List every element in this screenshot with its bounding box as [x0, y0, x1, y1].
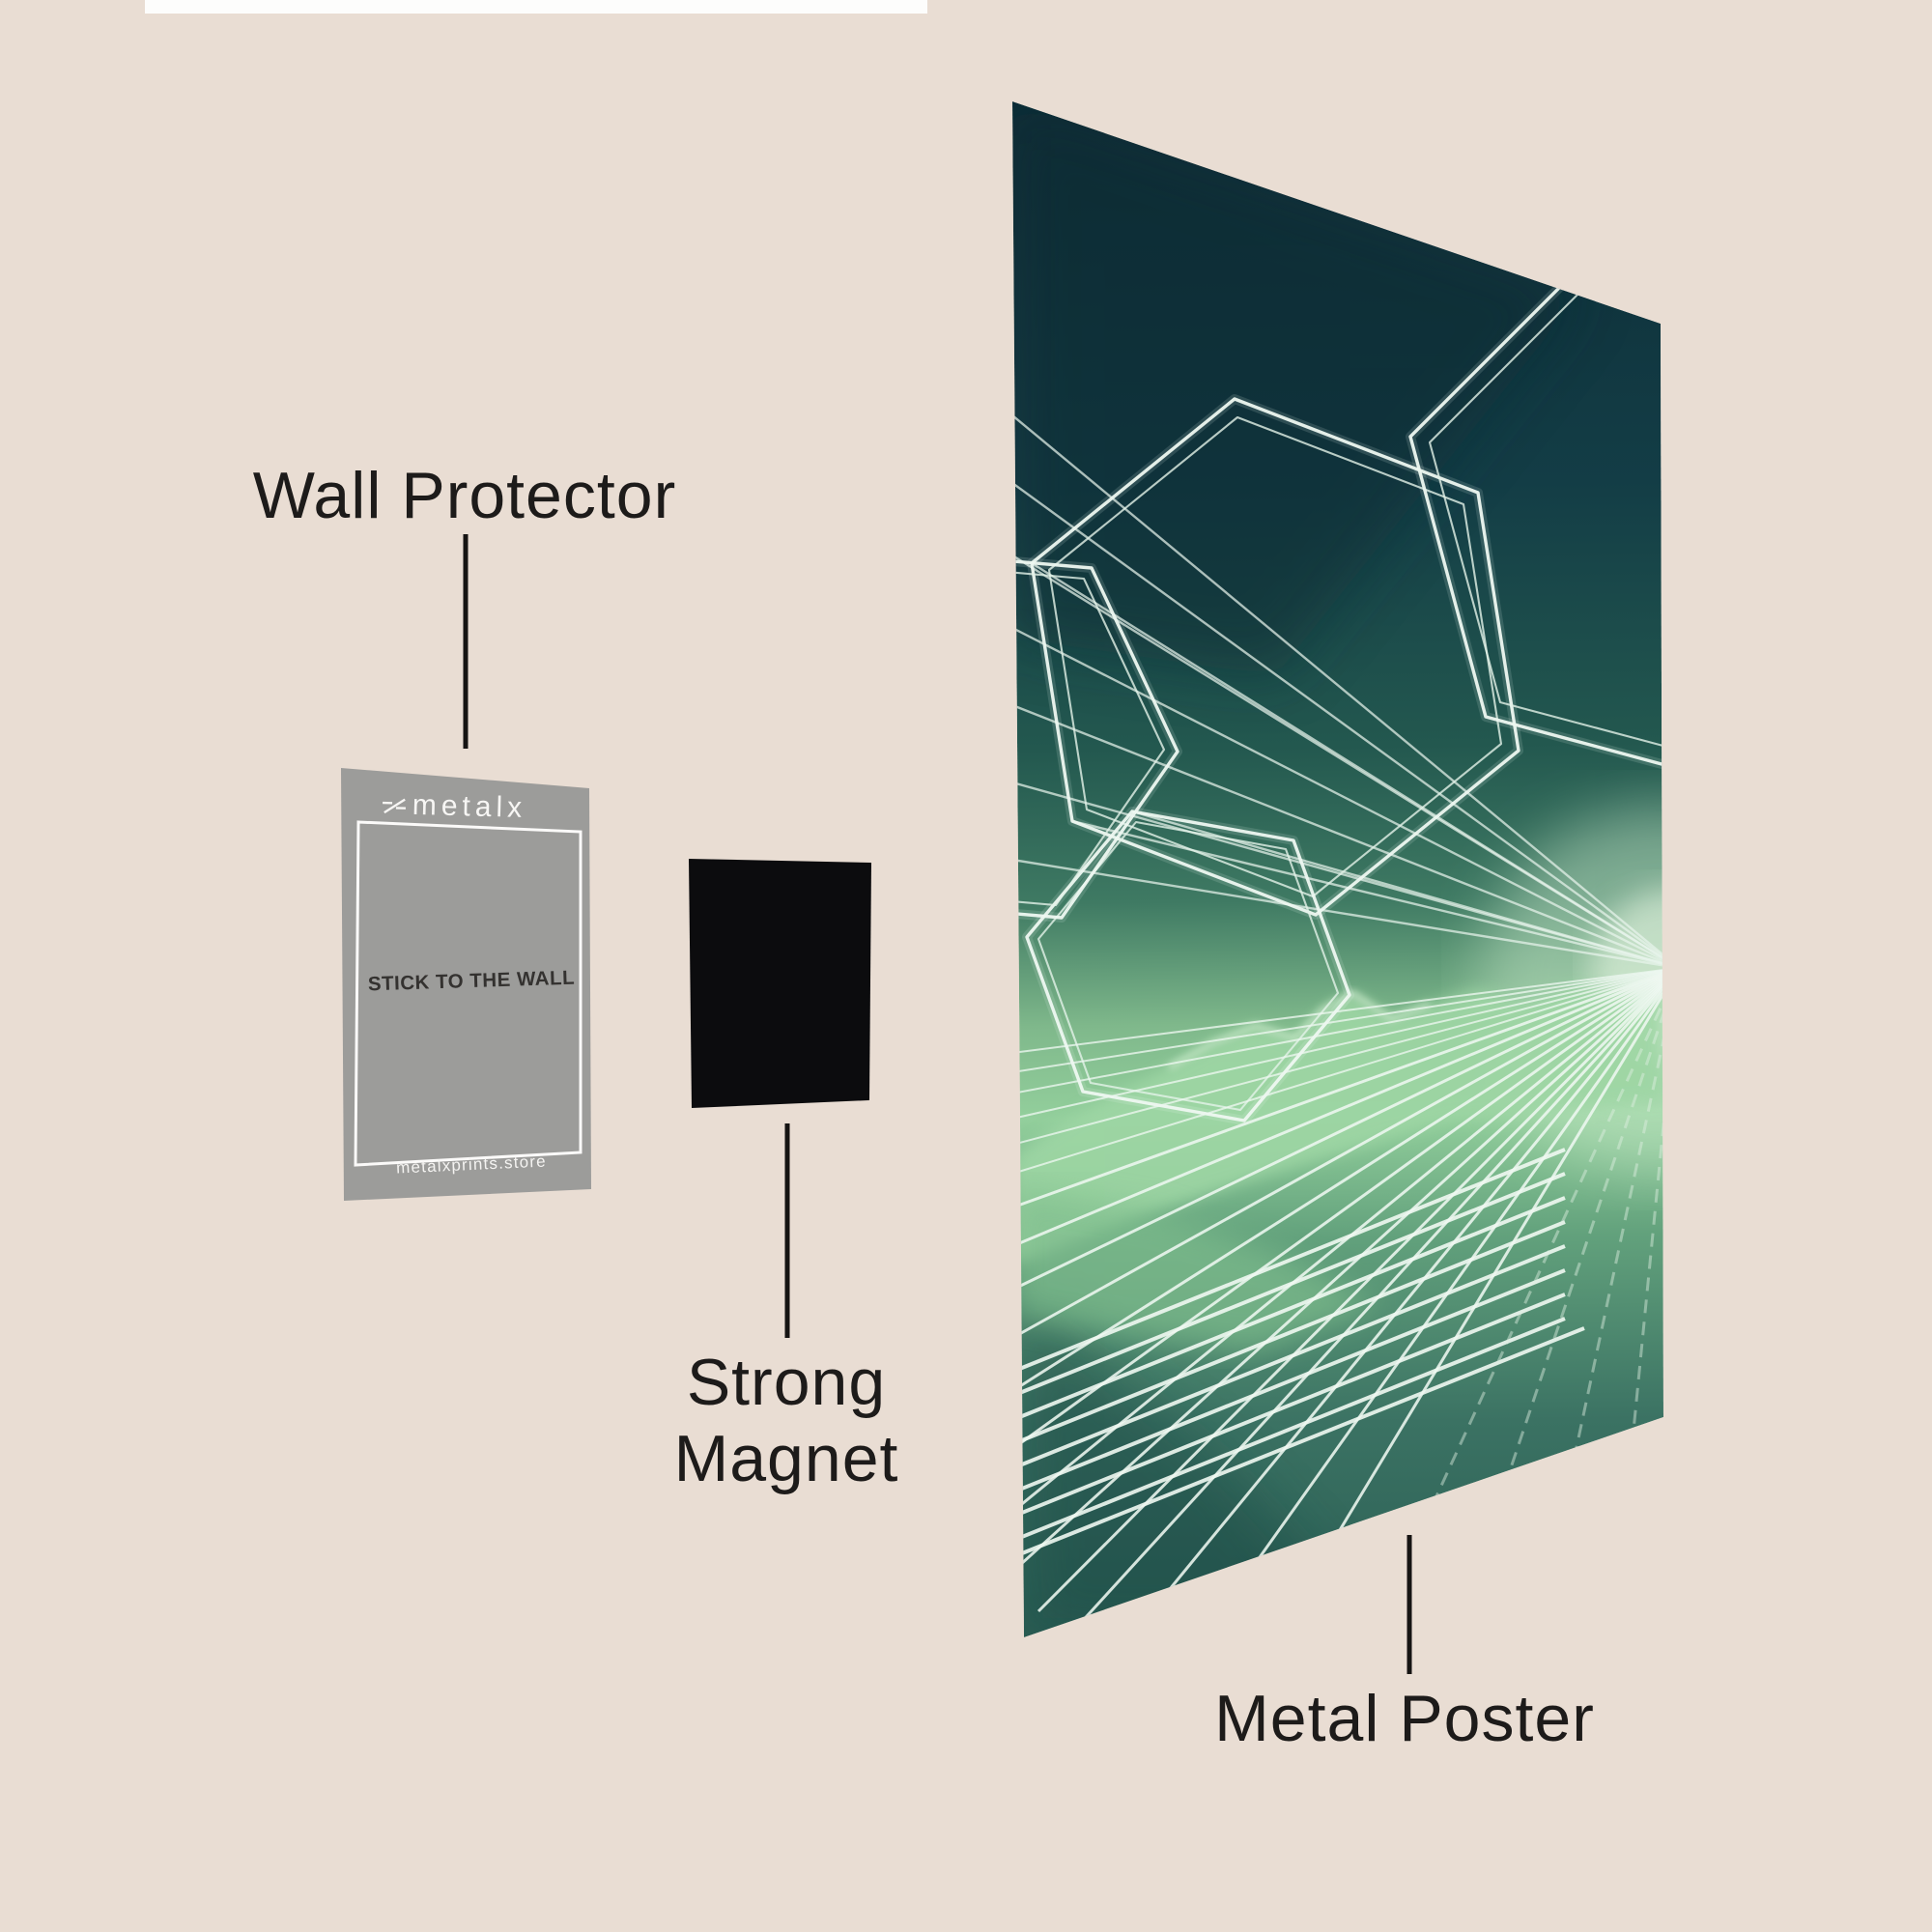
metalx-brand-row: metalx — [346, 787, 563, 826]
hexagon-top-right — [1408, 230, 1663, 794]
wall-ledge-strip — [145, 0, 927, 14]
terrain-glow-lower — [1012, 1188, 1381, 1352]
hexagon-left — [1012, 549, 1179, 920]
strong-magnet-label: Strong Magnet — [545, 1345, 1028, 1497]
metalx-brand-text: metalx — [412, 788, 527, 824]
hexagon-center — [1025, 810, 1351, 1122]
strong-magnet-label-line2: Magnet — [673, 1421, 899, 1495]
wall-protector-card-shape — [341, 768, 591, 1201]
magnet-shape — [689, 859, 871, 1108]
metalx-logo-mark-icon — [382, 798, 406, 814]
metal-poster-artwork — [1012, 101, 1663, 1637]
strong-magnet-label-line1: Strong — [686, 1346, 887, 1419]
wall-protector-label: Wall Protector — [252, 459, 677, 532]
crosshatch-ribbon — [1012, 1148, 1585, 1559]
hexagon-wireframes — [1012, 227, 1663, 1125]
metal-poster-label: Metal Poster — [1214, 1682, 1595, 1755]
card-inner-border — [354, 820, 582, 1167]
